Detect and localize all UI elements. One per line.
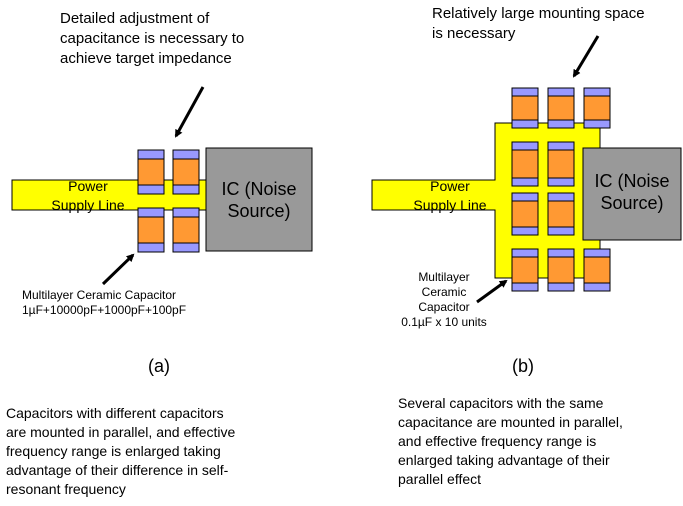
ic-label-a-line-1: IC (Noise (221, 179, 297, 199)
caption-b: (b) (512, 356, 534, 376)
description-a-line-1: Capacitors with different capacitors (6, 405, 224, 421)
capacitor-a-1 (137, 149, 165, 195)
panel-a-diagram (11, 86, 313, 286)
capacitor-b-10 (583, 248, 611, 292)
capacitor-b-2 (547, 87, 575, 129)
description-a-line-4: advantage of their difference in self- (6, 462, 229, 478)
description-a-line-3: frequency range is enlarged taking (6, 443, 221, 459)
panel-b-diagram (371, 35, 682, 304)
power-supply-line-label-b: Power Supply Line (388, 177, 512, 215)
capacitor-label-b-line-1: Multilayer (418, 270, 470, 284)
top-note-a-line-2: capacitance is necessary to (60, 30, 245, 47)
power-supply-line-label-b-line-1: Power (430, 178, 470, 194)
top-note-a-line-1: Detailed adjustment of (60, 10, 210, 27)
ic-label-b-line-2: Source) (600, 193, 664, 213)
caption-a: (a) (148, 356, 170, 376)
capacitor-b-5 (547, 141, 575, 187)
capacitor-label-a-line-2: 1µF+10000pF+1000pF+100pF (22, 303, 187, 317)
arrow-top-a (174, 86, 205, 138)
ic-label-b: IC (Noise Source) (583, 170, 681, 214)
ic-label-a: IC (Noise Source) (206, 178, 312, 222)
top-note-b-line-1: Relatively large mounting space (432, 5, 645, 22)
top-note-a-line-3: achieve target impedance (60, 50, 232, 67)
power-supply-line-label-a-line-2: Supply Line (51, 197, 125, 213)
description-a-line-2: are mounted in parallel, and effective (6, 424, 236, 440)
description-b-line-1: Several capacitors with the same (398, 395, 604, 411)
capacitor-b-1 (511, 87, 539, 129)
ic-label-a-line-2: Source) (227, 201, 291, 221)
power-supply-line-label-b-line-2: Supply Line (413, 197, 487, 213)
arrow-top-b (572, 35, 600, 78)
power-supply-line-label-a: Power Supply Line (26, 177, 150, 215)
power-supply-line-label-a-line-1: Power (68, 178, 108, 194)
capacitor-label-b: Multilayer Ceramic Capacitor 0.1µF x 10 … (384, 270, 504, 330)
capacitor-b-9 (547, 248, 575, 292)
capacitor-b-7 (547, 192, 575, 236)
description-a-line-5: resonant frequency (6, 481, 126, 497)
top-note-b: Relatively large mounting space is neces… (432, 4, 645, 44)
capacitor-a-3 (137, 207, 165, 253)
ic-label-b-line-1: IC (Noise (594, 171, 670, 191)
capacitor-label-b-line-3: Capacitor (418, 300, 470, 314)
description-b-line-2: capacitance are mounted in parallel, (398, 414, 623, 430)
capacitor-label-b-line-4: 0.1µF x 10 units (401, 315, 487, 329)
capacitor-b-3 (583, 87, 611, 129)
ic-noise-source-b (582, 147, 682, 241)
ic-noise-source-a (205, 147, 313, 252)
capacitor-b-6 (511, 192, 539, 236)
top-note-b-line-2: is necessary (432, 25, 516, 42)
capacitor-label-b-line-2: Ceramic (421, 285, 467, 299)
description-b-line-4: enlarged taking advantage of their (398, 452, 610, 468)
capacitor-a-2 (172, 149, 200, 195)
capacitor-label-a-line-1: Multilayer Ceramic Capacitor (22, 288, 177, 302)
capacitor-label-a: Multilayer Ceramic Capacitor 1µF+10000pF… (22, 288, 186, 318)
description-a: Capacitors with different capacitors are… (6, 404, 235, 499)
description-b-line-3: and effective frequency range is (398, 433, 597, 449)
description-b: Several capacitors with the same capacit… (398, 394, 623, 489)
capacitor-b-8 (511, 248, 539, 292)
arrow-bottom-a (101, 253, 135, 286)
arrow-bottom-b (476, 279, 508, 304)
capacitor-b-4 (511, 141, 539, 187)
top-note-a: Detailed adjustment of capacitance is ne… (60, 9, 244, 69)
description-b-line-5: parallel effect (398, 471, 482, 487)
capacitor-a-4 (172, 207, 200, 253)
